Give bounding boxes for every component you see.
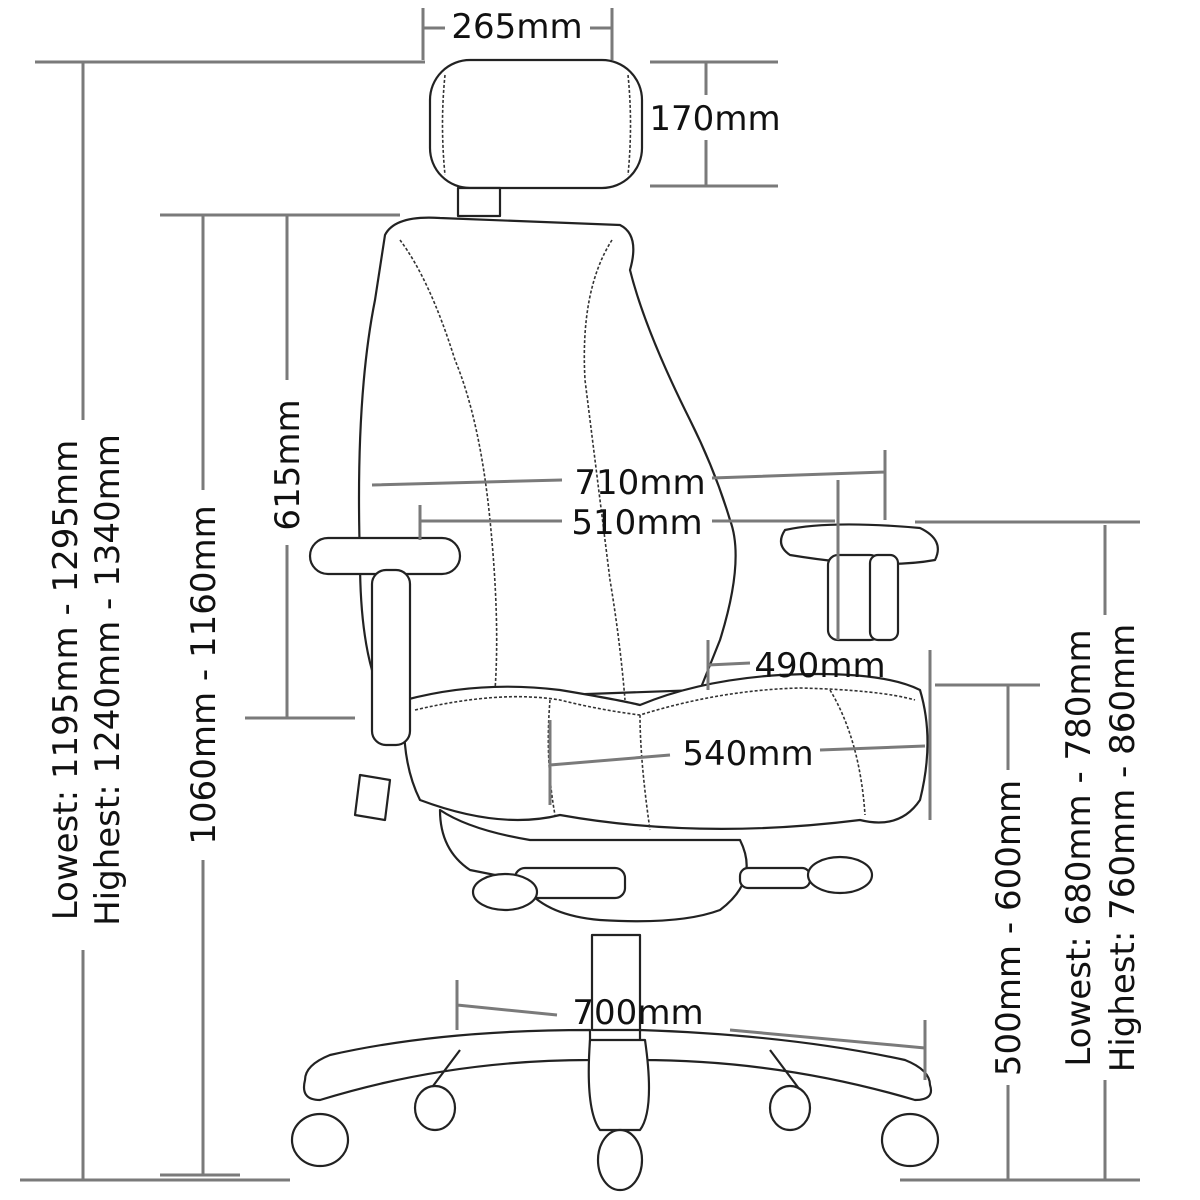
caster: [596, 1128, 644, 1192]
base-diameter-label: 700mm: [572, 993, 703, 1033]
mechanism: [438, 808, 748, 923]
right-armrest-pad: [779, 523, 939, 566]
right-arm-post: [868, 553, 900, 642]
dimension-labels: 265mm 170mm 710mm 510mm 490mm 540mm 700m…: [46, 7, 1143, 1076]
inner-arm-width-label: 510mm: [571, 503, 702, 543]
right-lever: [738, 866, 812, 890]
chair-drawing: [290, 58, 940, 1192]
caster: [290, 1112, 350, 1168]
caster: [880, 1112, 940, 1168]
base-back-legs: [429, 1049, 801, 1091]
headrest-post: [456, 186, 502, 218]
seat-height-label: 500mm - 600mm: [989, 780, 1029, 1076]
headrest: [428, 58, 644, 190]
right-lever-handle: [806, 855, 874, 895]
backrest: [357, 216, 737, 732]
dimension-lines: [20, 8, 1140, 1182]
overall-height-highest-label: Highest: 1240mm - 1340mm: [88, 434, 128, 926]
left-knob: [353, 773, 392, 822]
seat: [402, 672, 929, 830]
left-arm-support: [370, 568, 412, 747]
left-lever-handle: [471, 872, 539, 912]
headrest-height-label: 170mm: [649, 99, 780, 139]
seat-width-label: 540mm: [682, 734, 813, 774]
base-front-leg: [587, 1038, 651, 1132]
arm-height-lowest-label: Lowest: 680mm - 780mm: [1059, 629, 1099, 1066]
gas-cylinder: [590, 933, 642, 1032]
overall-height-lowest-label: Lowest: 1195mm - 1295mm: [46, 440, 86, 921]
backrest-height-label: 615mm: [268, 399, 308, 530]
headrest-width-label: 265mm: [451, 7, 582, 47]
caster: [768, 1084, 812, 1132]
arm-height-highest-label: Highest: 760mm - 860mm: [1103, 624, 1143, 1073]
seat-depth-label: 490mm: [754, 646, 885, 686]
height-without-headrest-label: 1060mm - 1160mm: [184, 505, 224, 844]
left-armrest-pad: [308, 536, 462, 576]
overall-width-label: 710mm: [574, 463, 705, 503]
caster: [413, 1084, 457, 1132]
